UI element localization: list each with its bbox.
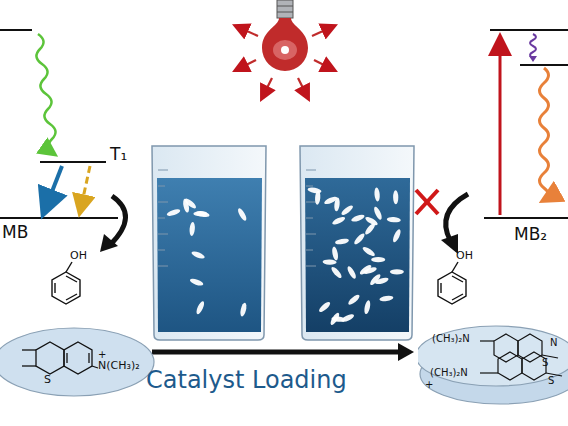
atom-label: N(CH₃)₂	[98, 360, 140, 371]
catalyst-particle	[239, 302, 247, 317]
structure-ellipse: (CH₃)₂N(CH₃)₂NNSS	[418, 318, 568, 414]
catalyst-particle	[371, 257, 385, 262]
axis-arrow-label: Catalyst Loading	[146, 368, 347, 392]
catalyst-particle	[236, 207, 248, 222]
catalyst-particle	[363, 266, 378, 275]
atom-label: (CH₃)₂N	[430, 368, 468, 378]
catalyst-particle	[387, 217, 401, 223]
atom-label: N	[550, 338, 557, 348]
catalyst-particle	[393, 190, 398, 204]
catalyst-particle	[340, 204, 354, 217]
group-label: OH	[456, 250, 473, 261]
catalyst-particle	[331, 215, 346, 226]
molecule-label: MB	[2, 224, 28, 241]
catalyst-particle	[331, 246, 339, 261]
atom-label: S	[44, 374, 51, 385]
catalyst-particle	[379, 295, 394, 302]
charge-sign: +	[98, 350, 106, 360]
catalyst-particle	[331, 316, 345, 322]
catalyst-particle	[330, 266, 343, 280]
state-label: T₁	[110, 146, 127, 163]
catalyst-particle	[350, 213, 365, 223]
catalyst-particle	[374, 276, 389, 285]
catalyst-particle	[189, 222, 195, 236]
catalyst-particle	[374, 187, 380, 201]
catalyst-particle	[195, 300, 206, 315]
catalyst-particle	[347, 293, 361, 306]
catalyst-particle	[307, 187, 322, 195]
group-label: OH	[70, 250, 87, 261]
catalyst-particle	[373, 206, 384, 221]
catalyst-particle	[363, 300, 371, 315]
catalyst-particle	[346, 265, 358, 280]
structure-ellipse: S N(CH₃)₂	[0, 326, 156, 398]
catalyst-particle	[195, 210, 210, 218]
catalyst-particle	[353, 232, 366, 246]
molecule-label: MB₂	[514, 226, 547, 243]
catalyst-particle	[323, 259, 337, 265]
catalyst-particle	[189, 277, 204, 286]
catalyst-particle	[334, 197, 341, 211]
catalyst-particle	[362, 245, 377, 257]
atom-label: (CH₃)₂N	[432, 334, 470, 344]
catalyst-particle	[391, 228, 402, 243]
catalyst-particle	[335, 238, 350, 246]
catalyst-particle	[390, 269, 404, 274]
catalyst-particle	[166, 208, 181, 217]
charge-sign: +	[425, 380, 433, 390]
atom-label: S	[548, 376, 554, 386]
catalyst-particle	[318, 300, 332, 313]
catalyst-particle	[191, 250, 206, 260]
catalyst-particle	[364, 222, 377, 236]
catalyst-particle	[183, 197, 197, 210]
atom-label: S	[542, 358, 548, 368]
